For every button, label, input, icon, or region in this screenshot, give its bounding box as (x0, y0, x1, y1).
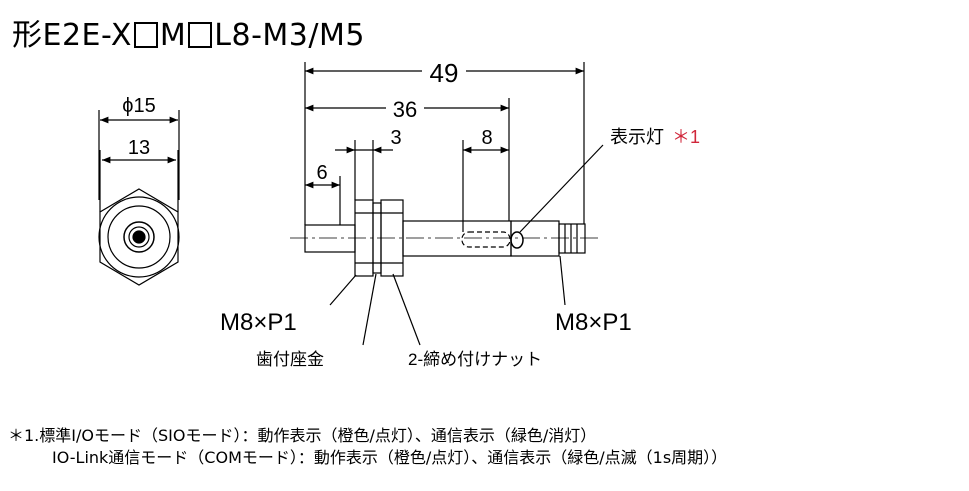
title-suffix: L8-M3/M5 (214, 18, 365, 53)
front-view-center (132, 230, 146, 244)
title-placeholder-box-1 (133, 22, 158, 48)
connector (558, 223, 586, 254)
outer-diameter-label: ϕ15 (122, 95, 155, 117)
washer-leader (362, 273, 377, 346)
thread-left-leader (329, 274, 357, 306)
total-length-label: 49 (430, 58, 459, 88)
thread-left-label: M8×P1 (220, 309, 297, 336)
front-view-washer-circle (107, 205, 171, 269)
title-mid: M (159, 18, 187, 53)
nuts-label: 2-締め付けナット (408, 350, 542, 369)
sensor-cavity (461, 231, 511, 248)
footnotes: ＊1.標準I/Oモード（SIOモード）：動作表示（橙色/点灯）、通信表示（緑色/… (8, 425, 727, 469)
threaded-body (402, 220, 512, 257)
footnote-line-2: IO-Link通信モード（COMモード）：動作表示（橙色/点灯）、通信表示（緑色… (52, 448, 728, 467)
rear-body (510, 220, 560, 257)
hex-width-label: 13 (128, 137, 150, 159)
nuts-leader (392, 273, 421, 346)
title-placeholder-box-2 (188, 22, 213, 48)
title-prefix: 形E2E-X (12, 18, 132, 53)
indicator-note-mark: ＊1 (672, 127, 700, 147)
tip-length-label: 6 (316, 162, 327, 184)
thread-right-leader (559, 255, 566, 306)
footnote-line-1: ＊1.標準I/Oモード（SIOモード）：動作表示（橙色/点灯）、通信表示（緑色/… (8, 426, 597, 445)
thread-length-label: 36 (393, 97, 417, 122)
thread-right-label: M8×P1 (555, 309, 632, 336)
toothed-washer-label: 歯付座金 (256, 350, 324, 369)
front-view-inner-ring (128, 226, 150, 248)
sensor-offset-label: 8 (481, 127, 492, 149)
front-view-outer-circle (98, 196, 180, 278)
front-view-sensor-face (123, 221, 155, 253)
front-view (98, 110, 180, 286)
indicator-leader (519, 144, 604, 233)
side-view (290, 62, 604, 346)
indicator-lamp (510, 231, 524, 249)
sensor-tip (304, 224, 356, 253)
indicator-label: 表示灯＊1 (610, 127, 700, 147)
nut-width-label: 3 (390, 127, 401, 149)
page-title: 形E2E-X M L8-M3/M5 (12, 10, 365, 54)
